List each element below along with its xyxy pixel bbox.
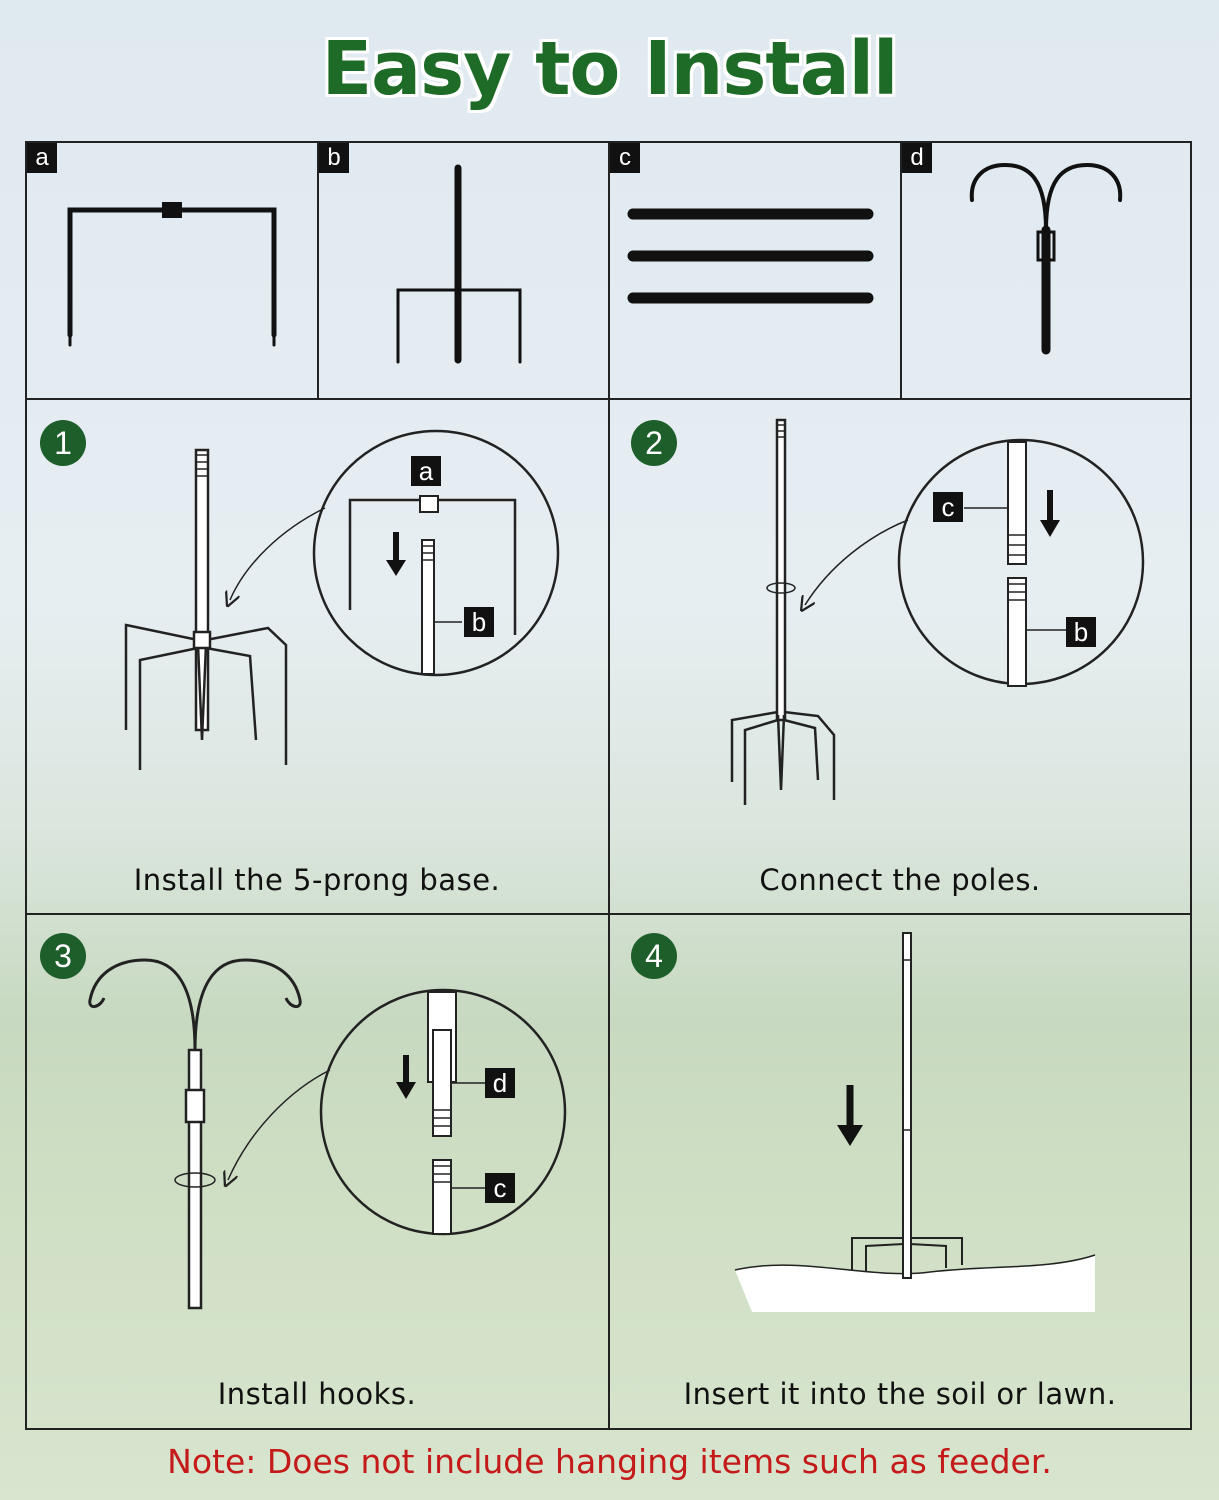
step-2-detail-circle: c b	[897, 438, 1145, 687]
part-a-tag: a	[27, 143, 57, 173]
step-2-assembly-drawing	[730, 418, 909, 805]
step-1-badge: 1	[40, 420, 86, 466]
step-3-callout-d: d	[493, 1068, 507, 1098]
step-4-insertion-drawing	[734, 932, 1096, 1312]
step-1-callout-a: a	[419, 456, 434, 486]
step-2-callout-b: b	[1074, 617, 1088, 647]
step-1-callout-b: b	[472, 607, 486, 637]
step-3-badge: 3	[40, 933, 86, 979]
grid-col-divider-parts-1	[317, 141, 319, 399]
part-c-tag: c	[610, 143, 640, 173]
part-b-tag: b	[319, 143, 349, 173]
part-d-tag: d	[902, 143, 932, 173]
step-4-caption: Insert it into the soil or lawn.	[683, 1377, 1117, 1411]
page-title: Easy to Install	[321, 26, 899, 112]
step-3-assembly-drawing	[88, 958, 331, 1310]
spike-prong-icon	[396, 164, 522, 364]
step-3-caption: Install hooks.	[217, 1377, 417, 1411]
step-3-detail-circle: d c	[319, 988, 567, 1236]
grid-border-right	[1190, 141, 1192, 1430]
step-1-detail-circle: a b	[312, 429, 560, 677]
pole-sections-icon	[627, 208, 874, 304]
grid-col-divider-parts-3	[900, 141, 902, 399]
step-3-callout-c: c	[494, 1173, 507, 1203]
grid-border-left	[25, 141, 27, 1430]
grid-col-divider-center	[608, 141, 610, 1430]
staple-base-icon	[67, 202, 277, 347]
step-1-caption: Install the 5-prong base.	[133, 863, 501, 897]
note-text: Note: Does not include hanging items suc…	[167, 1442, 1052, 1481]
step-4-badge: 4	[631, 933, 677, 979]
step-2-caption: Connect the poles.	[759, 863, 1041, 897]
step-1-assembly-drawing	[124, 448, 326, 770]
step-2-callout-c: c	[942, 492, 955, 522]
double-hook-icon	[969, 162, 1123, 355]
step-2-badge: 2	[631, 420, 677, 466]
